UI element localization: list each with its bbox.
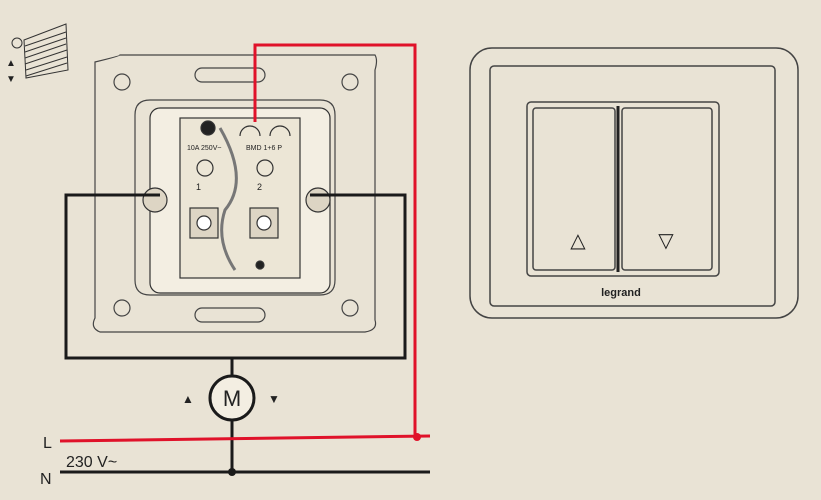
shutter-up-symbol: ▲	[6, 58, 16, 69]
roller-shutter-icon	[11, 23, 69, 79]
rating-label: 10A 250V~	[187, 145, 221, 152]
up-arrow-icon: △	[570, 230, 586, 252]
line-junction-dot	[413, 433, 421, 441]
motor-up-symbol: ▲	[182, 392, 194, 406]
model-label: BMD 1+6 P	[246, 145, 282, 152]
down-arrow-icon: ▽	[658, 230, 674, 252]
neutral-junction-dot	[228, 468, 236, 476]
motor-symbol	[208, 374, 256, 422]
motor-down-symbol: ▼	[268, 392, 280, 406]
line-label: L	[43, 435, 52, 452]
red-wires	[59, 43, 431, 443]
motor-label: M	[223, 386, 241, 411]
brand-logo: legrand	[601, 287, 641, 299]
voltage-label: 230 V~	[66, 454, 117, 471]
down-rocker[interactable]	[621, 107, 713, 271]
terminal-2-label: 2	[257, 182, 262, 192]
mounting-plate	[92, 54, 378, 333]
terminal-1-label: 1	[196, 182, 201, 192]
black-wires	[60, 193, 430, 474]
neutral-label: N	[40, 471, 52, 488]
switch-mechanism	[142, 107, 331, 294]
up-rocker[interactable]	[532, 107, 616, 271]
shutter-down-symbol: ▼	[6, 74, 16, 85]
switch-front-view	[469, 47, 799, 319]
